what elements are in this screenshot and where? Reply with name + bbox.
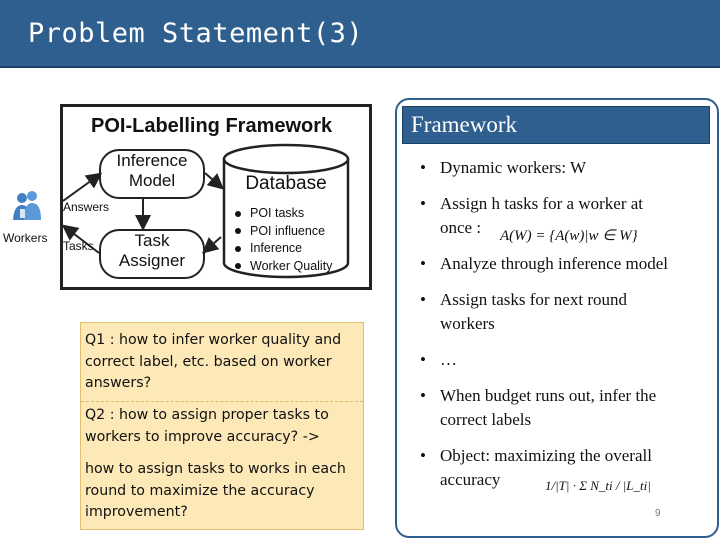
- assignment-formula: A(W) = {A(w)|w ∈ W}: [500, 228, 638, 244]
- questions-box: Q1 : how to infer worker quality and cor…: [80, 322, 364, 530]
- question-3: how to assign tasks to works in each rou…: [85, 461, 346, 520]
- tasks-arrow: [63, 224, 100, 254]
- tasks-label: Tasks: [63, 239, 94, 253]
- answers-label: Answers: [63, 200, 110, 214]
- db-item: POI influence: [235, 223, 332, 241]
- inference-model-box: Inference Model: [99, 149, 205, 199]
- diagram-arrows: [63, 172, 225, 254]
- question-separator: [81, 401, 363, 402]
- bullet-ellipsis: •…: [420, 350, 457, 369]
- bullet-objective: •Object: maximizing the overall accuracy: [420, 446, 652, 489]
- database-icon: [222, 143, 350, 279]
- bullet-dynamic-workers: •Dynamic workers: W: [420, 158, 587, 177]
- page-number: 9: [655, 508, 661, 519]
- title-bar: Problem Statement(3): [0, 0, 720, 68]
- bullet-analyze: •Analyze through inference model: [420, 254, 668, 273]
- answers-arrow: [63, 172, 103, 202]
- question-2: Q2 : how to assign proper tasks to worke…: [85, 407, 329, 445]
- database-cylinder: Database POI tasks POI influence Inferen…: [221, 143, 351, 279]
- bullet-next-round: •Assign tasks for next round workers: [420, 290, 627, 333]
- task-assigner-box: Task Assigner: [99, 229, 205, 279]
- bullet-assign-tasks: •Assign h tasks for a worker at once :: [420, 194, 644, 237]
- database-items: POI tasks POI influence Inference Worker…: [235, 205, 332, 275]
- db-assigner-arrow: [201, 236, 222, 254]
- slide-title: Problem Statement(3): [28, 18, 364, 49]
- workers-icon: [13, 191, 41, 220]
- task-assigner-line1: Task: [134, 231, 170, 250]
- framework-panel: [395, 98, 719, 538]
- diagram-title: POI-Labelling Framework: [91, 115, 333, 137]
- accuracy-formula: 1/|T| · Σ N_ti / |L_ti|: [545, 478, 651, 493]
- database-title: Database: [245, 173, 327, 194]
- db-item: Worker Quality: [235, 258, 332, 276]
- bullet-budget: •When budget runs out, infer the correct…: [420, 386, 657, 429]
- inference-model-line1: Inference: [116, 151, 188, 170]
- question-1: Q1 : how to infer worker quality and cor…: [85, 332, 342, 391]
- db-item: POI tasks: [235, 205, 332, 223]
- framework-diagram: POI-Labelling Framework Inference Model …: [60, 104, 372, 290]
- task-assigner-line2: Assigner: [118, 251, 186, 270]
- framework-header-text: Framework: [411, 112, 518, 137]
- workers-label: Workers: [3, 231, 48, 245]
- model-db-arrow: [204, 172, 225, 190]
- framework-header: Framework: [402, 106, 710, 144]
- inference-model-line2: Model: [128, 171, 176, 190]
- db-item: Inference: [235, 240, 332, 258]
